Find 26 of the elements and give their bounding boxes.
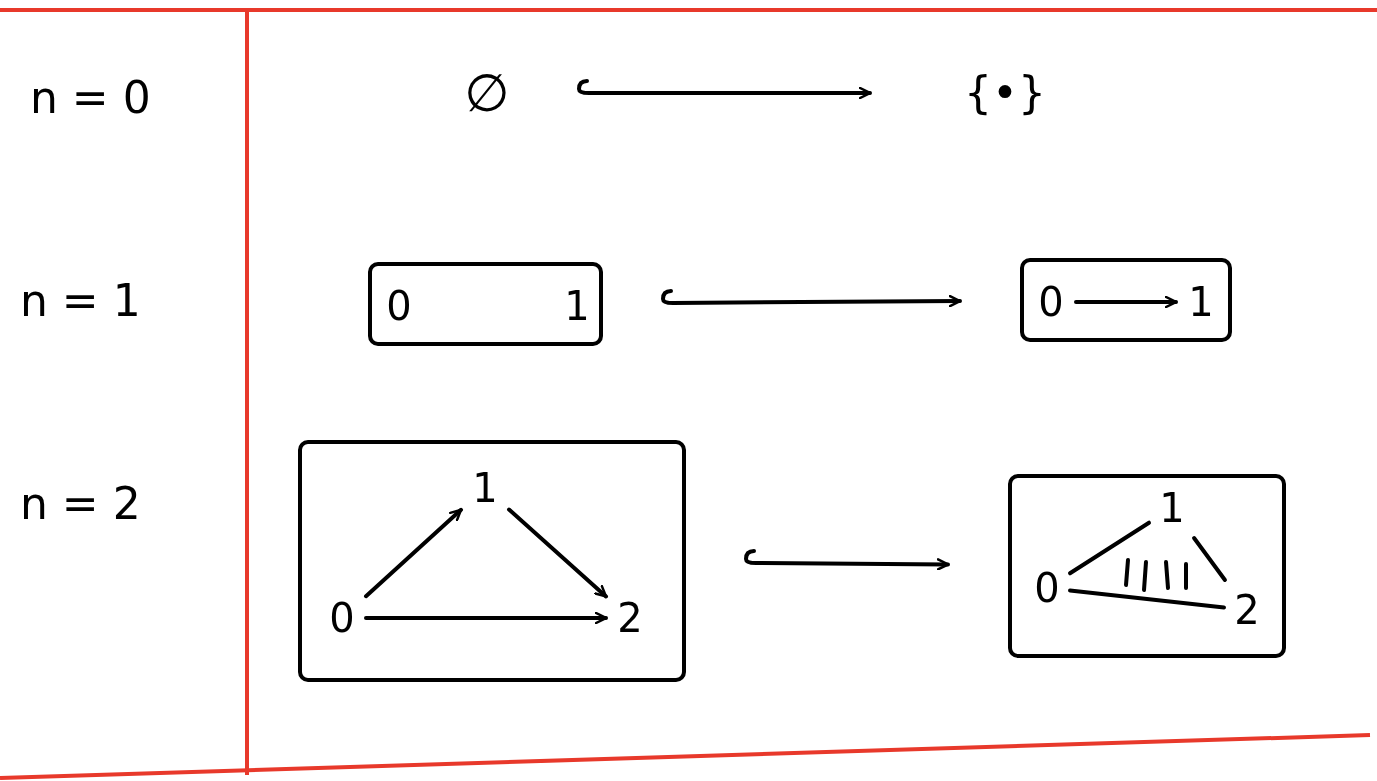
vertex-label: 0: [1030, 564, 1064, 612]
vertex-label: 1: [1184, 280, 1218, 324]
vertex-label: 0: [324, 594, 360, 642]
rectangle-box: [298, 440, 686, 682]
simplex-edge: [1068, 520, 1151, 576]
rectangle-box: [1008, 474, 1286, 658]
set-symbol: ∅: [455, 55, 519, 131]
simplex-edge: [1192, 536, 1227, 582]
vertex-label: 0: [384, 284, 414, 328]
simplex-edge: [1068, 588, 1226, 610]
arrow: [364, 507, 463, 599]
rectangle-box: [1020, 258, 1232, 342]
arrow: [1074, 295, 1178, 309]
arrow: [507, 507, 608, 599]
row-label: n = 1: [20, 275, 141, 326]
arrow: [364, 611, 608, 625]
vertex-label: 1: [562, 284, 592, 328]
set-symbol: {•}: [930, 55, 1080, 131]
vertex-label: 0: [1034, 280, 1068, 324]
vertex-label: 2: [612, 594, 648, 642]
rectangle-box: [368, 262, 603, 346]
row-label: n = 0: [30, 72, 151, 123]
vertex-label: 1: [467, 464, 503, 512]
vertex-label: 2: [1230, 586, 1264, 634]
row-label: n = 2: [20, 478, 141, 529]
vertex-label: 1: [1155, 484, 1189, 532]
